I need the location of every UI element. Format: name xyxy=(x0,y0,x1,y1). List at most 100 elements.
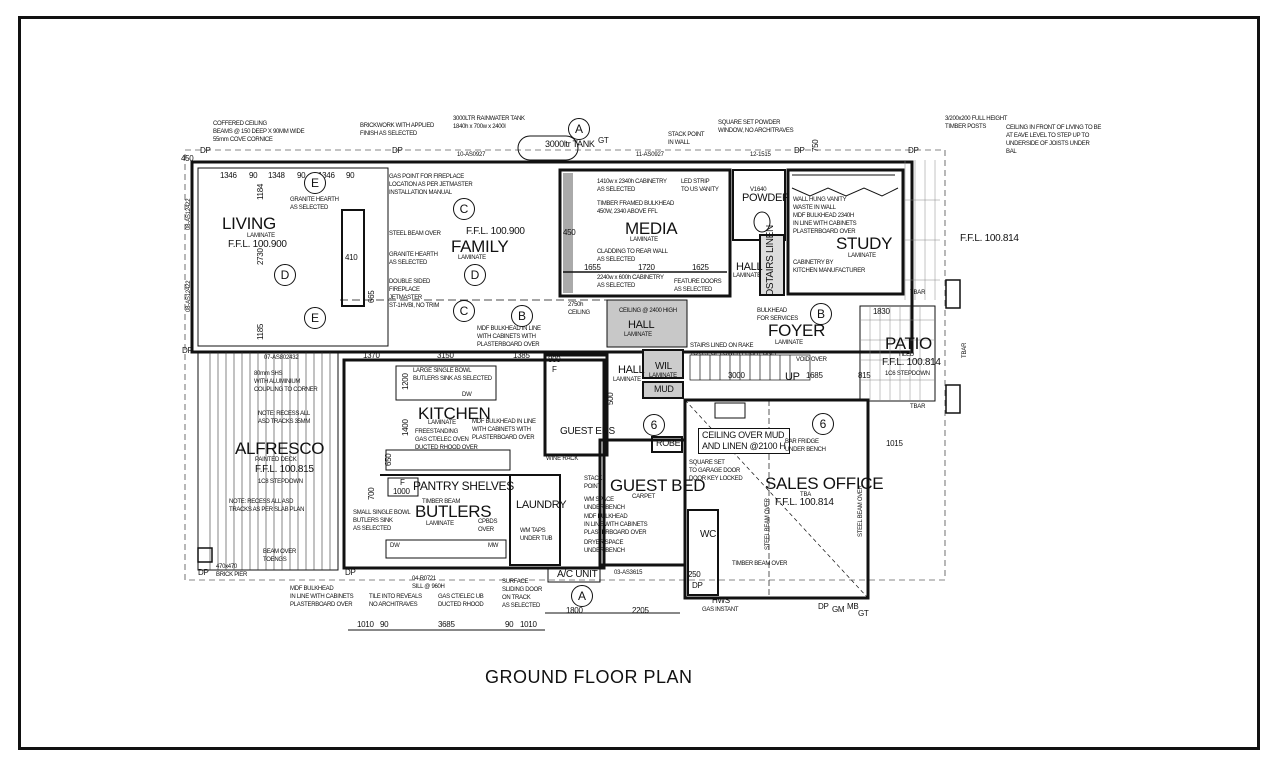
guest-bed-finish: CARPET xyxy=(632,494,656,500)
note-mdf-family: MDF BULKHEAD IN LINE WITH CABINETS WITH … xyxy=(477,326,541,348)
section-marker-e-bottom: E xyxy=(304,307,326,329)
study-vanity-line xyxy=(791,187,899,197)
note-ceiling-mud: CEILING OVER MUD AND LINEN @2100 H xyxy=(698,428,790,454)
dim-410: 410 xyxy=(345,253,358,262)
laundry-wall xyxy=(509,474,561,566)
dim-bottom-3: 3685 xyxy=(438,620,455,629)
section-marker-a-top: A xyxy=(568,118,590,140)
window-code-03: 03-AS3615 xyxy=(614,570,643,576)
room-pantry: PANTRY SHELVES xyxy=(413,479,514,493)
alfresco-finish: PAINTED DECK xyxy=(255,457,297,463)
note-coffered-ceiling: COFFERED CEILING BEAMS @ 150 DEEP X 90MM… xyxy=(213,121,305,143)
dim-1685: 1685 xyxy=(806,371,823,380)
alfresco-note: 1C8 STEPDOWN xyxy=(258,479,303,485)
family-ffl: F.F.L. 100.900 xyxy=(466,226,525,237)
section-marker-6-left: 6 xyxy=(643,414,665,436)
note-ceiling-2750: 2750h CEILING xyxy=(568,302,590,316)
dp-top-left: DP xyxy=(200,146,211,155)
room-sales-office: SALES OFFICE xyxy=(765,474,884,493)
note-wm-space: WM SPACE UNDER BENCH xyxy=(584,497,625,511)
dim-kitchen-1: 1370 xyxy=(363,351,380,360)
study-wall xyxy=(786,168,905,296)
dim-1185: 1185 xyxy=(256,323,265,340)
section-marker-d-right: D xyxy=(464,264,486,286)
hall-2-finish: LAMINATE xyxy=(624,332,652,338)
dim-250: 250 xyxy=(688,570,701,579)
dim-2730: 2730 xyxy=(256,248,265,265)
living-ffl: F.F.L. 100.900 xyxy=(228,239,287,250)
powder-code: V1640 xyxy=(750,187,767,193)
fridge-label: F xyxy=(400,478,405,487)
patio-finish: TILED xyxy=(898,352,915,358)
note-rainwater-tank: 3000LTR RAINWATER TANK 1840h x 700w x 24… xyxy=(453,116,525,130)
note-gas-ct: GAS CT/ELEC UB DUCTED RHOOD xyxy=(438,594,484,608)
brick-pier xyxy=(197,547,213,563)
dim-750: 750 xyxy=(811,139,820,152)
sales-office-wall xyxy=(683,398,870,600)
note-led-strip: LED STRIP TO US VANITY xyxy=(681,179,719,193)
stairs-up: UP xyxy=(785,371,800,383)
robe-outline xyxy=(651,436,683,453)
window-code-08b: 08-AS12422 xyxy=(186,280,192,312)
fridge-space xyxy=(387,477,419,497)
fridge-label-2: F xyxy=(552,365,557,374)
room-study: STUDY xyxy=(836,234,893,253)
gully-trap-top: GT xyxy=(598,136,609,145)
dim-1015: 1015 xyxy=(886,439,903,448)
note-mdf-bottom: MDF BULKHEAD IN LINE WITH CABINETS PLAST… xyxy=(290,586,354,608)
gas-meter: GM xyxy=(832,605,845,614)
meter-box: MB xyxy=(847,602,859,611)
butlers-finish: LAMINATE xyxy=(426,521,454,527)
tank-outline xyxy=(517,135,579,161)
note-timber-posts: 3/200x200 FULL HEIGHT TIMBER POSTS xyxy=(945,116,1008,130)
hall-1-finish: LAMINATE xyxy=(733,273,761,279)
dim-kitchen-2: 3150 xyxy=(437,351,454,360)
room-living: LIVING xyxy=(222,214,276,233)
room-butlers: BUTLERS xyxy=(415,502,492,521)
living-room-wall xyxy=(197,167,389,347)
tbar-lower: TBAR xyxy=(910,404,926,410)
note-bulkhead-services: BULKHEAD FOR SERVICES xyxy=(757,308,798,322)
note-shs: 80mm SHS WITH ALUMINIUM COUPLING TO CORN… xyxy=(254,371,318,393)
note-brick-pier: 470x470 BRICK PIER xyxy=(216,564,248,578)
dim-bottom-4: 90 xyxy=(505,620,514,629)
note-wm-taps: WM TAPS UNDER TUB xyxy=(520,528,553,542)
section-marker-b-left: B xyxy=(511,305,533,327)
note-sill: 04-R0721 SILL @ 960H xyxy=(412,576,445,590)
dim-450: 450 xyxy=(181,154,194,163)
note-stack-point: STACK POINT IN WALL xyxy=(668,132,705,146)
dp-bottom-left: DP xyxy=(198,568,209,577)
note-beam-over: BEAM OVER TOENGS xyxy=(263,549,296,563)
note-void-over: VOID OVER xyxy=(796,357,827,363)
room-patio: PATIO xyxy=(885,334,932,353)
pier-right-upper xyxy=(945,279,961,309)
patio-ffl: F.F.L. 100.814 xyxy=(882,357,941,368)
note-cpbds: CPBDS OVER xyxy=(478,519,498,533)
gully-trap: GT xyxy=(858,609,869,618)
note-steel-beam-right: STEEL BEAM OVER xyxy=(858,485,864,537)
hall-shaded-ceiling xyxy=(606,299,688,348)
media-finish: LAMINATE xyxy=(630,237,658,243)
dim-1830: 1830 xyxy=(873,307,890,316)
note-cabinetry-1: 1410w x 2340h CABINETRY AS SELECTED xyxy=(597,179,667,193)
dim-700: 700 xyxy=(367,487,376,500)
note-gas-instant: GAS INSTANT xyxy=(702,607,739,613)
dim-1400: 1400 xyxy=(401,419,410,436)
dim-bottom-2: 90 xyxy=(380,620,389,629)
dim-kitchen-3: 1385 xyxy=(513,351,530,360)
room-hall-3: HALL xyxy=(618,364,645,376)
kitchen-bench xyxy=(385,449,511,471)
dim-living-4: 90 xyxy=(297,171,306,180)
house-outline-upper xyxy=(190,160,914,354)
dishwasher-butlers: DW xyxy=(390,543,400,549)
dim-media-2: 1720 xyxy=(638,263,655,272)
sales-sink xyxy=(714,402,746,419)
note-mdf-guest: MDF BULKHEAD IN LINE WITH CABINETS PLAST… xyxy=(584,514,648,536)
note-steel-beam: STEEL BEAM OVER xyxy=(389,231,441,237)
note-cabinetry-2: 2240w x 600h CABINETRY AS SELECTED xyxy=(597,275,664,289)
dim-1200: 1200 xyxy=(401,373,410,390)
dp-wc: DP xyxy=(692,581,703,590)
room-hall-2: HALL xyxy=(628,319,655,331)
guest-ensuite-wall xyxy=(543,353,609,457)
